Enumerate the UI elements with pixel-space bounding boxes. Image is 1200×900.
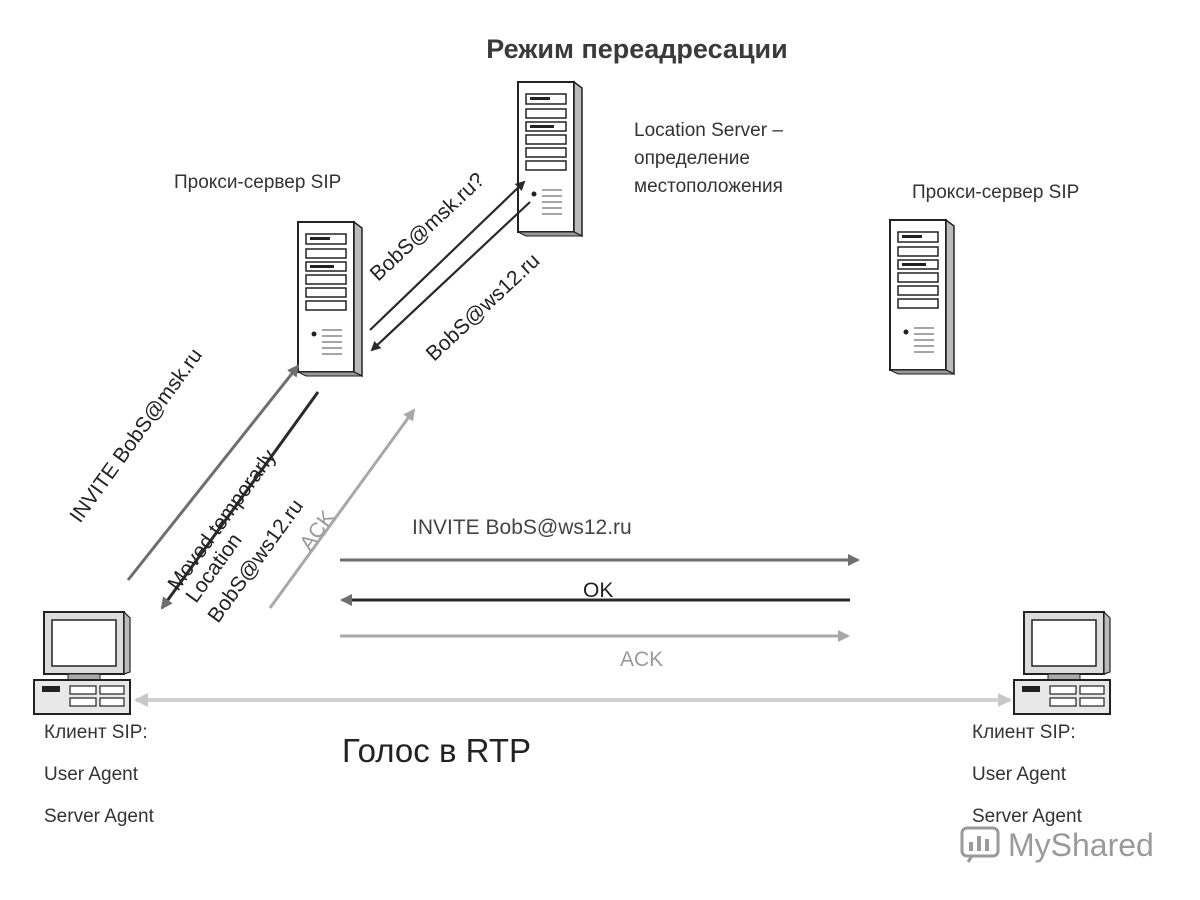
client-left-label-1: Клиент SIP: bbox=[44, 722, 148, 743]
location-server-label-1: Location Server – bbox=[634, 120, 783, 141]
msg-invite-direct: INVITE BobS@ws12.ru bbox=[412, 516, 632, 539]
msg-invite-proxy: INVITE BobS@msk.ru bbox=[65, 344, 207, 527]
msg-ack-direct: ACK bbox=[620, 648, 663, 671]
voice-rtp-label: Голос в RTP bbox=[342, 732, 531, 769]
location-server-icon bbox=[517, 81, 583, 237]
client-right-label-1: Клиент SIP: bbox=[972, 722, 1076, 743]
proxy-right-server-icon bbox=[889, 219, 955, 375]
arrow-query-location bbox=[369, 180, 526, 331]
proxy-left-label: Прокси-сервер SIP bbox=[174, 172, 341, 193]
client-left-label-2: User Agent bbox=[44, 764, 139, 785]
location-server-label-3: местоположения bbox=[634, 176, 783, 197]
proxy-left-server-icon bbox=[297, 221, 363, 377]
watermark-logo-icon bbox=[960, 826, 1000, 863]
client-left-computer-icon bbox=[33, 611, 131, 715]
msg-ok: OK bbox=[583, 579, 613, 602]
client-left-label-3: Server Agent bbox=[44, 806, 155, 827]
location-server-label-2: определение bbox=[634, 148, 750, 169]
arrow-moved bbox=[160, 391, 320, 610]
proxy-right-label: Прокси-сервер SIP bbox=[912, 182, 1079, 203]
client-right-label-3: Server Agent bbox=[972, 806, 1083, 827]
client-right-label-2: User Agent bbox=[972, 764, 1067, 785]
arrow-ack-proxy bbox=[268, 408, 416, 609]
msg-query: BobS@msk.ru? bbox=[366, 168, 489, 285]
diagram-title: Режим переадресации bbox=[486, 34, 788, 64]
watermark-text: MyShared bbox=[1008, 827, 1154, 863]
client-right-computer-icon bbox=[1013, 611, 1111, 715]
msg-reply: BobS@ws12.ru bbox=[422, 249, 545, 366]
arrow-invite-proxy bbox=[126, 364, 300, 581]
arrow-reply-location bbox=[370, 201, 531, 352]
